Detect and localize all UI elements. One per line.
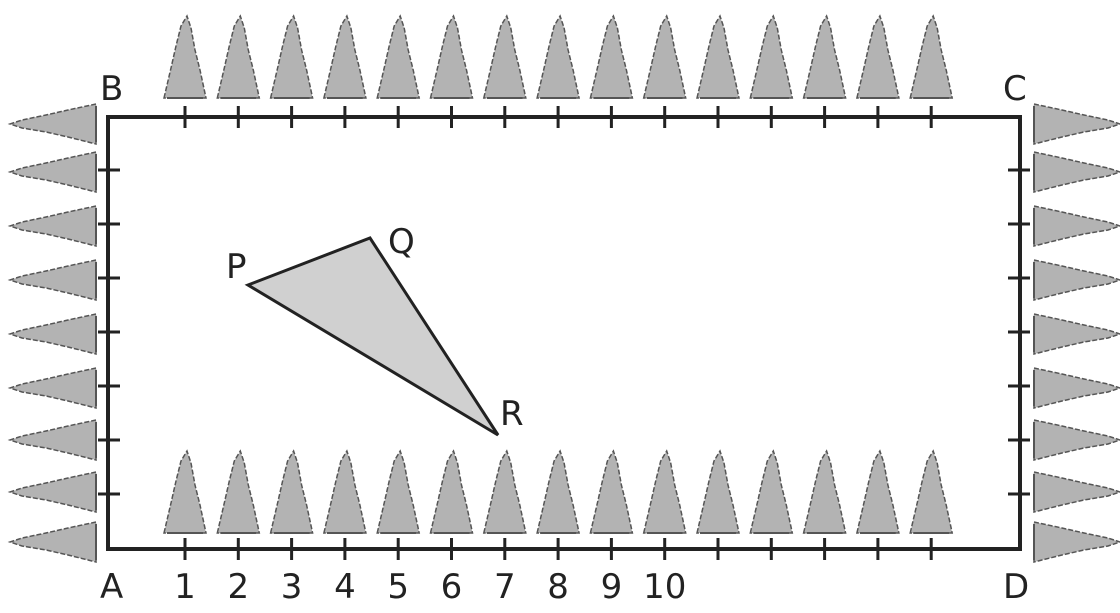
tree-top-row — [429, 14, 474, 99]
tree-top-row — [163, 14, 207, 99]
tree-top-row — [749, 14, 794, 99]
tick-marks — [98, 106, 1030, 560]
tree-bottom-row — [482, 449, 527, 534]
tree-left-row — [7, 419, 97, 461]
tree-left-row — [7, 367, 97, 409]
tree-left-row — [7, 205, 97, 247]
tree-bottom-row — [696, 449, 740, 534]
tree-left-row — [7, 521, 97, 563]
tree-bottom-row — [749, 449, 794, 534]
tree-top-row — [269, 14, 314, 99]
bottom-number-label: 10 — [643, 567, 686, 607]
tree-right-row — [1033, 521, 1120, 563]
tree-top-row — [909, 14, 954, 99]
tree-top-row — [216, 14, 261, 99]
tree-top-row — [589, 14, 634, 99]
tree-right-row — [1033, 313, 1120, 355]
tree-right-row — [1033, 151, 1120, 193]
tree-bottom-row — [802, 449, 847, 534]
tree-bottom-row — [429, 449, 474, 534]
tree-bottom-row — [909, 449, 954, 534]
tree-bottom-row — [216, 449, 261, 534]
corner-label-b: B — [100, 69, 123, 109]
vertex-label-r: R — [500, 394, 524, 434]
bottom-number-label: 3 — [281, 567, 303, 607]
tree-top-row — [482, 14, 527, 99]
tree-right-row — [1033, 419, 1120, 461]
tree-right-row — [1033, 367, 1120, 409]
tree-rows — [7, 14, 1120, 563]
tree-bottom-row — [163, 449, 207, 534]
tree-top-row — [802, 14, 847, 99]
bottom-number-label: 8 — [547, 567, 569, 607]
tree-bottom-row — [642, 449, 687, 534]
tree-left-row — [7, 151, 97, 193]
bottom-number-label: 1 — [174, 567, 196, 607]
tree-right-row — [1033, 259, 1120, 301]
bottom-number-label: 2 — [227, 567, 249, 607]
bottom-number-label: 7 — [494, 567, 516, 607]
tree-bottom-row — [376, 449, 421, 534]
tree-bottom-row — [269, 449, 314, 534]
tree-right-row — [1033, 471, 1120, 513]
tree-top-row — [536, 14, 581, 99]
tree-top-row — [322, 14, 367, 99]
tree-left-row — [7, 313, 97, 355]
tree-left-row — [7, 259, 97, 301]
tree-top-row — [642, 14, 687, 99]
tree-top-row — [855, 14, 900, 99]
tree-top-row — [376, 14, 421, 99]
tree-left-row — [7, 471, 97, 513]
bottom-number-label: 5 — [387, 567, 409, 607]
tree-right-row — [1033, 103, 1120, 145]
corner-label-d: D — [1003, 567, 1029, 607]
corner-label-a: A — [100, 567, 123, 607]
tree-bottom-row — [536, 449, 581, 534]
tree-left-row — [7, 103, 97, 145]
tree-bottom-row — [589, 449, 634, 534]
vertex-label-q: Q — [388, 222, 415, 262]
tree-top-row — [696, 14, 740, 99]
vertex-label-p: P — [226, 247, 247, 287]
bottom-number-label: 6 — [441, 567, 463, 607]
bottom-number-label: 9 — [601, 567, 623, 607]
bottom-number-label: 4 — [334, 567, 356, 607]
tree-bottom-row — [855, 449, 900, 534]
triangle-pqr — [244, 236, 500, 437]
tree-right-row — [1033, 205, 1120, 247]
tree-bottom-row — [322, 449, 367, 534]
corner-label-c: C — [1003, 69, 1027, 109]
